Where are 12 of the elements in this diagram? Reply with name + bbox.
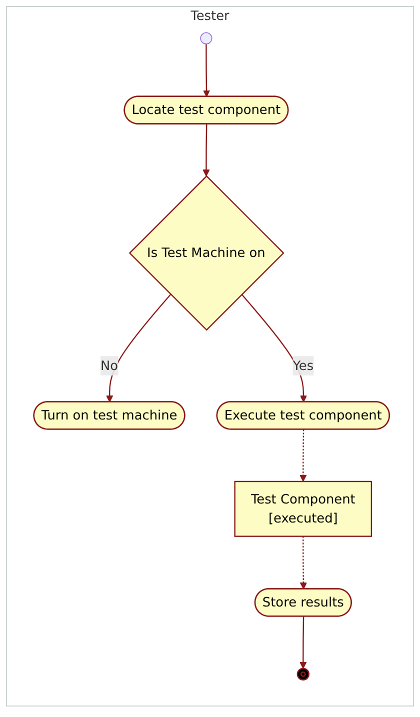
arrow — [241, 294, 308, 402]
arrow — [300, 429, 307, 482]
node-diamond: Is Test Machine on — [128, 175, 284, 331]
edge-label: Yes — [292, 358, 314, 374]
arrow — [300, 536, 307, 590]
edge-label: No — [100, 358, 118, 374]
arrow — [202, 44, 210, 98]
node-circle — [200, 32, 212, 44]
arrow — [106, 294, 172, 402]
arrow — [300, 616, 307, 669]
arrow — [202, 124, 210, 176]
node-box: Test Component [executed] — [234, 480, 372, 537]
